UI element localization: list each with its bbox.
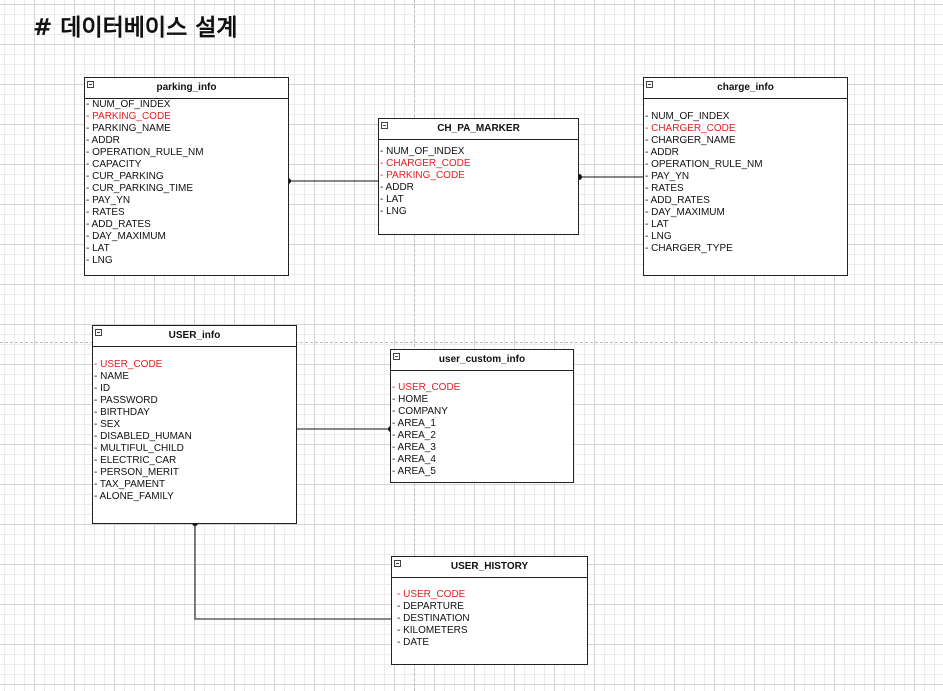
field-list: - USER_CODE- DEPARTURE- DESTINATION- KIL… <box>392 578 587 649</box>
entity-field[interactable]: - PAY_YN <box>645 171 690 182</box>
entity-field[interactable]: - ALONE_FAMILY <box>94 491 174 502</box>
entity-field[interactable]: - BIRTHDAY <box>94 407 150 418</box>
entity-field[interactable]: - AREA_4 <box>392 454 436 465</box>
entity-field[interactable]: - MULTIFUL_CHILD <box>94 443 184 454</box>
entity-name: USER_info <box>168 330 221 341</box>
collapse-icon[interactable] <box>87 81 94 88</box>
field-list: - NUM_OF_INDEX- CHARGER_CODE- PARKING_CO… <box>379 140 578 218</box>
collapse-icon[interactable] <box>381 122 388 129</box>
entity-field[interactable]: - SEX <box>94 419 121 430</box>
entity-field[interactable]: - ID <box>94 383 111 394</box>
field-list: - USER_CODE- HOME- COMPANY- AREA_1- AREA… <box>391 371 573 478</box>
entity-field[interactable]: - PARKING_NAME <box>86 123 171 134</box>
entity-parking-info[interactable]: parking_info - NUM_OF_INDEX- PARKING_COD… <box>84 77 289 276</box>
collapse-icon[interactable] <box>393 353 400 360</box>
entity-field[interactable]: - OPERATION_RULE_NM <box>645 159 763 170</box>
entity-field[interactable]: - OPERATION_RULE_NM <box>86 147 204 158</box>
entity-field[interactable]: - NUM_OF_INDEX <box>86 99 171 110</box>
key-field[interactable]: - CHARGER_CODE <box>380 158 471 169</box>
page-guide-vertical <box>414 0 415 691</box>
entity-name: user_custom_info <box>438 354 526 365</box>
field-list: - USER_CODE- NAME- ID- PASSWORD- BIRTHDA… <box>93 347 296 503</box>
entity-field[interactable]: - AREA_5 <box>392 466 436 477</box>
entity-field[interactable]: - NUM_OF_INDEX <box>645 111 730 122</box>
entity-name: charge_info <box>717 82 774 93</box>
collapse-icon[interactable] <box>394 560 401 567</box>
entity-field[interactable]: - PERSON_MERIT <box>94 467 180 478</box>
entity-field[interactable]: - LNG <box>86 255 113 266</box>
entity-field[interactable]: - CHARGER_TYPE <box>645 243 733 254</box>
entity-user-history[interactable]: USER_HISTORY - USER_CODE- DEPARTURE- DES… <box>391 556 588 665</box>
entity-field[interactable]: - HOME <box>392 394 429 405</box>
entity-field[interactable]: - ADDR <box>645 147 679 158</box>
entity-field[interactable]: - AREA_2 <box>392 430 436 441</box>
entity-field[interactable]: - DAY_MAXIMUM <box>645 207 725 218</box>
field-list: - NUM_OF_INDEX- PARKING_CODE- PARKING_NA… <box>85 99 288 267</box>
entity-field[interactable]: - TAX_PAMENT <box>94 479 166 490</box>
entity-field[interactable]: - KILOMETERS <box>397 625 468 636</box>
entity-field[interactable]: - DAY_MAXIMUM <box>86 231 166 242</box>
entity-field[interactable]: - AREA_1 <box>392 418 436 429</box>
entity-header[interactable]: CH_PA_MARKER <box>379 119 578 140</box>
collapse-icon[interactable] <box>646 81 653 88</box>
entity-field[interactable]: - ADDR <box>380 182 414 193</box>
entity-field[interactable]: - CHARGER_NAME <box>645 135 736 146</box>
entity-header[interactable]: parking_info <box>85 78 288 99</box>
page-guide-horizontal <box>0 342 943 343</box>
entity-name: USER_HISTORY <box>450 561 529 572</box>
entity-field[interactable]: - ADD_RATES <box>645 195 710 206</box>
entity-field[interactable]: - CUR_PARKING_TIME <box>86 183 194 194</box>
entity-field[interactable]: - NAME <box>94 371 129 382</box>
entity-field[interactable]: - PAY_YN <box>86 195 131 206</box>
entity-field[interactable]: - ELECTRIC_CAR <box>94 455 177 466</box>
entity-field[interactable]: - RATES <box>86 207 125 218</box>
entity-field[interactable]: - LNG <box>645 231 672 242</box>
entity-header[interactable]: charge_info <box>644 78 847 99</box>
collapse-icon[interactable] <box>95 329 102 336</box>
connector-user-history[interactable] <box>194 523 396 620</box>
entity-field[interactable]: - LAT <box>645 219 669 230</box>
key-field[interactable]: - USER_CODE <box>397 589 466 600</box>
entity-header[interactable]: user_custom_info <box>391 350 573 371</box>
entity-field[interactable]: - DATE <box>397 637 430 648</box>
entity-field[interactable]: - COMPANY <box>392 406 448 417</box>
entity-user-custom-info[interactable]: user_custom_info - USER_CODE- HOME- COMP… <box>390 349 574 483</box>
entity-field[interactable]: - PASSWORD <box>94 395 158 406</box>
field-list: - NUM_OF_INDEX- CHARGER_CODE- CHARGER_NA… <box>644 99 847 255</box>
entity-field[interactable]: - DEPARTURE <box>397 601 464 612</box>
entity-field[interactable]: - AREA_3 <box>392 442 436 453</box>
page-title: # 데이터베이스 설계 <box>33 15 238 41</box>
key-field[interactable]: - PARKING_CODE <box>86 111 171 122</box>
key-field[interactable]: - USER_CODE <box>94 359 163 370</box>
entity-user-info[interactable]: USER_info - USER_CODE- NAME- ID- PASSWOR… <box>92 325 297 524</box>
entity-header[interactable]: USER_HISTORY <box>392 557 587 578</box>
entity-field[interactable]: - RATES <box>645 183 684 194</box>
entity-field[interactable]: - ADD_RATES <box>86 219 151 230</box>
entity-field[interactable]: - CAPACITY <box>86 159 142 170</box>
entity-header[interactable]: USER_info <box>93 326 296 347</box>
entity-field[interactable]: - LAT <box>380 194 404 205</box>
key-field[interactable]: - PARKING_CODE <box>380 170 465 181</box>
entity-charge-info[interactable]: charge_info - NUM_OF_INDEX- CHARGER_CODE… <box>643 77 848 276</box>
entity-field[interactable]: - LNG <box>380 206 407 217</box>
entity-ch-pa-marker[interactable]: CH_PA_MARKER - NUM_OF_INDEX- CHARGER_COD… <box>378 118 579 235</box>
entity-field[interactable]: - DESTINATION <box>397 613 470 624</box>
entity-field[interactable]: - CUR_PARKING <box>86 171 164 182</box>
key-field[interactable]: - USER_CODE <box>392 382 461 393</box>
entity-field[interactable]: - NUM_OF_INDEX <box>380 146 465 157</box>
entity-name: parking_info <box>156 82 217 93</box>
entity-name: CH_PA_MARKER <box>437 123 520 134</box>
entity-field[interactable]: - ADDR <box>86 135 120 146</box>
entity-field[interactable]: - DISABLED_HUMAN <box>94 431 192 442</box>
entity-field[interactable]: - LAT <box>86 243 110 254</box>
key-field[interactable]: - CHARGER_CODE <box>645 123 736 134</box>
